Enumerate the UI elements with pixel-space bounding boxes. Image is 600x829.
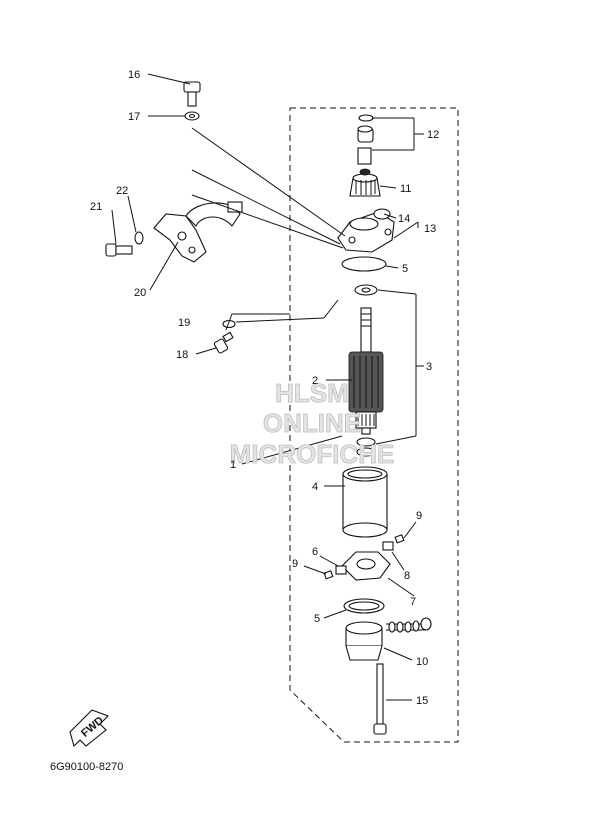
callout-5-bottom: 5 [314, 613, 320, 625]
callout-9-right: 9 [416, 510, 422, 522]
part-8-brush[interactable] [382, 541, 394, 551]
part-18-bolt[interactable] [213, 331, 234, 354]
fwd-arrow [69, 709, 109, 748]
part-7-brush-holder[interactable] [341, 551, 391, 581]
leader-lines [111, 73, 424, 701]
watermark-line-3: MICROFICHE [230, 439, 395, 469]
callout-5-top: 5 [402, 263, 408, 275]
callout-13: 13 [424, 223, 436, 235]
callout-8: 8 [404, 570, 410, 582]
part-9-spring-left[interactable] [323, 570, 334, 580]
part-2-armature[interactable] [348, 307, 384, 435]
washer-lower-2 [356, 447, 376, 457]
callout-19: 19 [178, 317, 190, 329]
callout-14: 14 [398, 213, 410, 225]
callout-20: 20 [134, 287, 146, 299]
callout-18: 18 [176, 349, 188, 361]
callout-9-left: 9 [292, 558, 298, 570]
part-5-o-ring-top[interactable] [341, 256, 387, 272]
assembly-boundary [289, 107, 459, 743]
callout-16: 16 [128, 69, 140, 81]
part-16-bolt[interactable] [183, 81, 201, 107]
callout-17: 17 [128, 111, 140, 123]
washer-hole [361, 287, 371, 293]
callout-6: 6 [312, 546, 318, 558]
part-4-yoke[interactable] [342, 466, 388, 538]
part-11-pinion-gear[interactable] [349, 168, 381, 197]
part-22-washer[interactable] [134, 231, 144, 245]
callout-12: 12 [427, 129, 439, 141]
part-15-through-bolt[interactable] [373, 663, 387, 735]
part-19-washer[interactable] [222, 319, 236, 329]
part-9-spring-right[interactable] [394, 534, 405, 544]
callout-21: 21 [90, 201, 102, 213]
callout-7: 7 [410, 596, 416, 608]
part-3-washer-lower[interactable] [356, 437, 376, 447]
part-20-bracket[interactable] [153, 201, 243, 263]
part-10-rear-bracket[interactable] [345, 617, 432, 661]
part-6-brush[interactable] [335, 565, 347, 575]
part-13-front-bracket[interactable] [337, 208, 395, 253]
callout-15: 15 [416, 695, 428, 707]
part-5-o-ring-bottom[interactable] [343, 598, 385, 614]
part-12-clip-collar-spring[interactable] [357, 114, 374, 165]
callout-1: 1 [230, 459, 236, 471]
callout-22: 22 [116, 185, 128, 197]
part-21-bolt[interactable] [105, 243, 133, 257]
part-17-washer[interactable] [184, 111, 200, 121]
callout-3: 3 [426, 361, 432, 373]
callout-2: 2 [312, 375, 318, 387]
watermark-line-1: HLSM [275, 378, 349, 408]
callout-10: 10 [416, 656, 428, 668]
watermark-line-2: ONLINE [263, 408, 361, 438]
callout-11: 11 [400, 183, 411, 195]
drawing-number: 6G90100-8270 [50, 761, 123, 773]
callout-4: 4 [312, 481, 318, 493]
